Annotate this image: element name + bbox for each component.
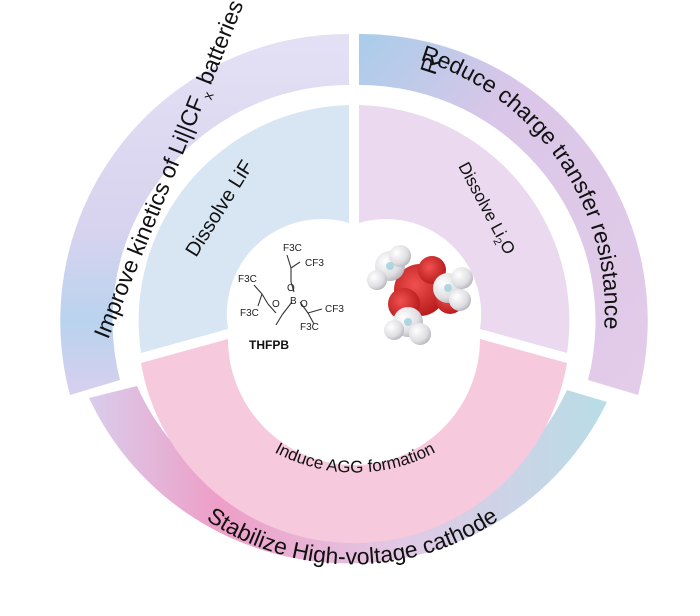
group-cf3-top: F3C: [283, 243, 302, 254]
atom-o-right: O: [300, 299, 308, 310]
outer-right-label: R: [415, 54, 445, 78]
outer-segment-right: [359, 33, 648, 395]
svg-text:R: R: [415, 54, 445, 78]
inner-segment-left: [138, 105, 349, 353]
outer-segment-bottom: [89, 386, 607, 564]
molecule-name: THFPB: [249, 338, 289, 352]
atom-o-top: O: [287, 283, 295, 294]
group-cf3-top-right: CF3: [305, 258, 324, 269]
group-cf3-bottom: F3C: [300, 322, 319, 333]
space-filling-model: [367, 245, 473, 345]
group-cf3-right: CF3: [325, 304, 344, 315]
outer-segment-left: [60, 33, 350, 396]
inner-segment-bottom: [141, 339, 567, 544]
atom-b: B: [290, 296, 297, 307]
thfpb-structure: F3C CF3 O B O O F3C F3C CF3 F3C THFPB: [238, 243, 344, 352]
inner-segment-right: [359, 105, 570, 353]
group-cf3-left-bottom: F3C: [240, 308, 259, 319]
atom-o-left: O: [272, 299, 280, 310]
group-cf3-left: F3C: [238, 274, 257, 285]
